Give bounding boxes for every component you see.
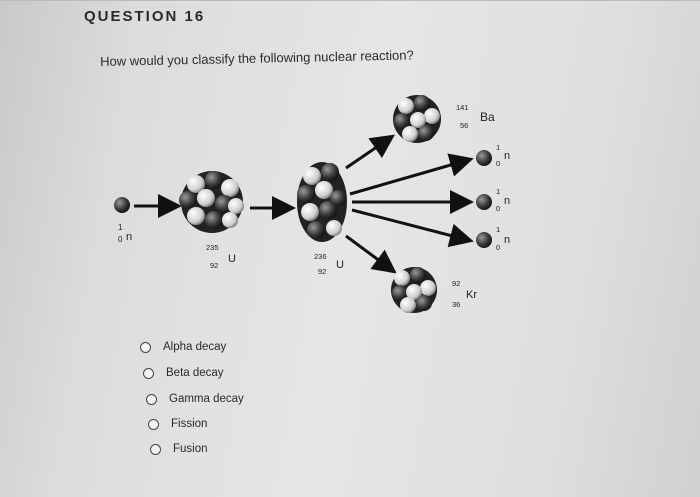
radio-beta-decay[interactable] (143, 367, 154, 379)
radio-fission[interactable] (148, 418, 159, 430)
neutron-out-2-atomic: 0 (496, 204, 500, 213)
arrow-to-neutron-1 (349, 153, 474, 196)
radio-fusion[interactable] (150, 443, 161, 455)
u235-atomic: 92 (210, 261, 218, 270)
arrow-to-ba (345, 134, 395, 170)
top-divider (0, 0, 700, 1)
neutron-out-3-atomic: 0 (496, 243, 500, 252)
option-gamma-decay-label: Gamma decay (169, 393, 244, 405)
question-heading: QUESTION 16 (84, 8, 206, 25)
neutron-out-2-symbol: n (504, 195, 510, 207)
neutron-out-1-mass: 1 (496, 143, 500, 152)
kr-atomic: 36 (452, 300, 460, 309)
ba-symbol: Ba (480, 110, 495, 124)
neutron-in-symbol: n (126, 231, 132, 243)
arrow-to-neutron-3 (351, 208, 474, 248)
option-beta-decay[interactable]: Beta decay (143, 367, 224, 379)
option-alpha-decay[interactable]: Alpha decay (140, 341, 226, 353)
option-fusion-label: Fusion (173, 443, 208, 455)
ba-nucleus (393, 95, 441, 143)
neutron-in-mass: 1 (118, 223, 123, 232)
outgoing-neutron-3 (476, 232, 492, 248)
option-fission-label: Fission (171, 418, 208, 430)
kr-mass: 92 (452, 279, 460, 288)
u235-mass: 235 (206, 243, 219, 252)
neutron-out-1-atomic: 0 (496, 159, 500, 168)
ba-atomic: 56 (460, 121, 468, 130)
option-alpha-decay-label: Alpha decay (163, 341, 227, 353)
kr-nucleus (391, 267, 437, 313)
option-fission[interactable]: Fission (148, 418, 207, 430)
u236-mass: 236 (314, 252, 327, 261)
arrow-to-kr (345, 234, 397, 274)
u235-symbol: U (228, 253, 236, 265)
incoming-neutron (114, 197, 130, 213)
neutron-in-atomic: 0 (118, 235, 123, 244)
ba-mass: 141 (456, 103, 469, 112)
outgoing-neutron-2 (476, 194, 492, 210)
outgoing-neutron-1 (476, 150, 492, 166)
u235-nucleus (179, 171, 244, 233)
radio-gamma-decay[interactable] (146, 393, 157, 405)
neutron-out-3-mass: 1 (496, 225, 500, 234)
u236-symbol: U (336, 259, 344, 271)
option-gamma-decay[interactable]: Gamma decay (146, 393, 244, 405)
neutron-out-2-mass: 1 (496, 187, 500, 196)
neutron-out-3-symbol: n (504, 234, 510, 246)
kr-symbol: Kr (466, 289, 477, 301)
option-beta-decay-label: Beta decay (166, 367, 224, 379)
neutron-out-1-symbol: n (504, 150, 510, 162)
option-fusion[interactable]: Fusion (150, 443, 208, 455)
u236-atomic: 92 (318, 267, 326, 276)
u236-nucleus (297, 162, 347, 242)
radio-alpha-decay[interactable] (140, 341, 151, 353)
